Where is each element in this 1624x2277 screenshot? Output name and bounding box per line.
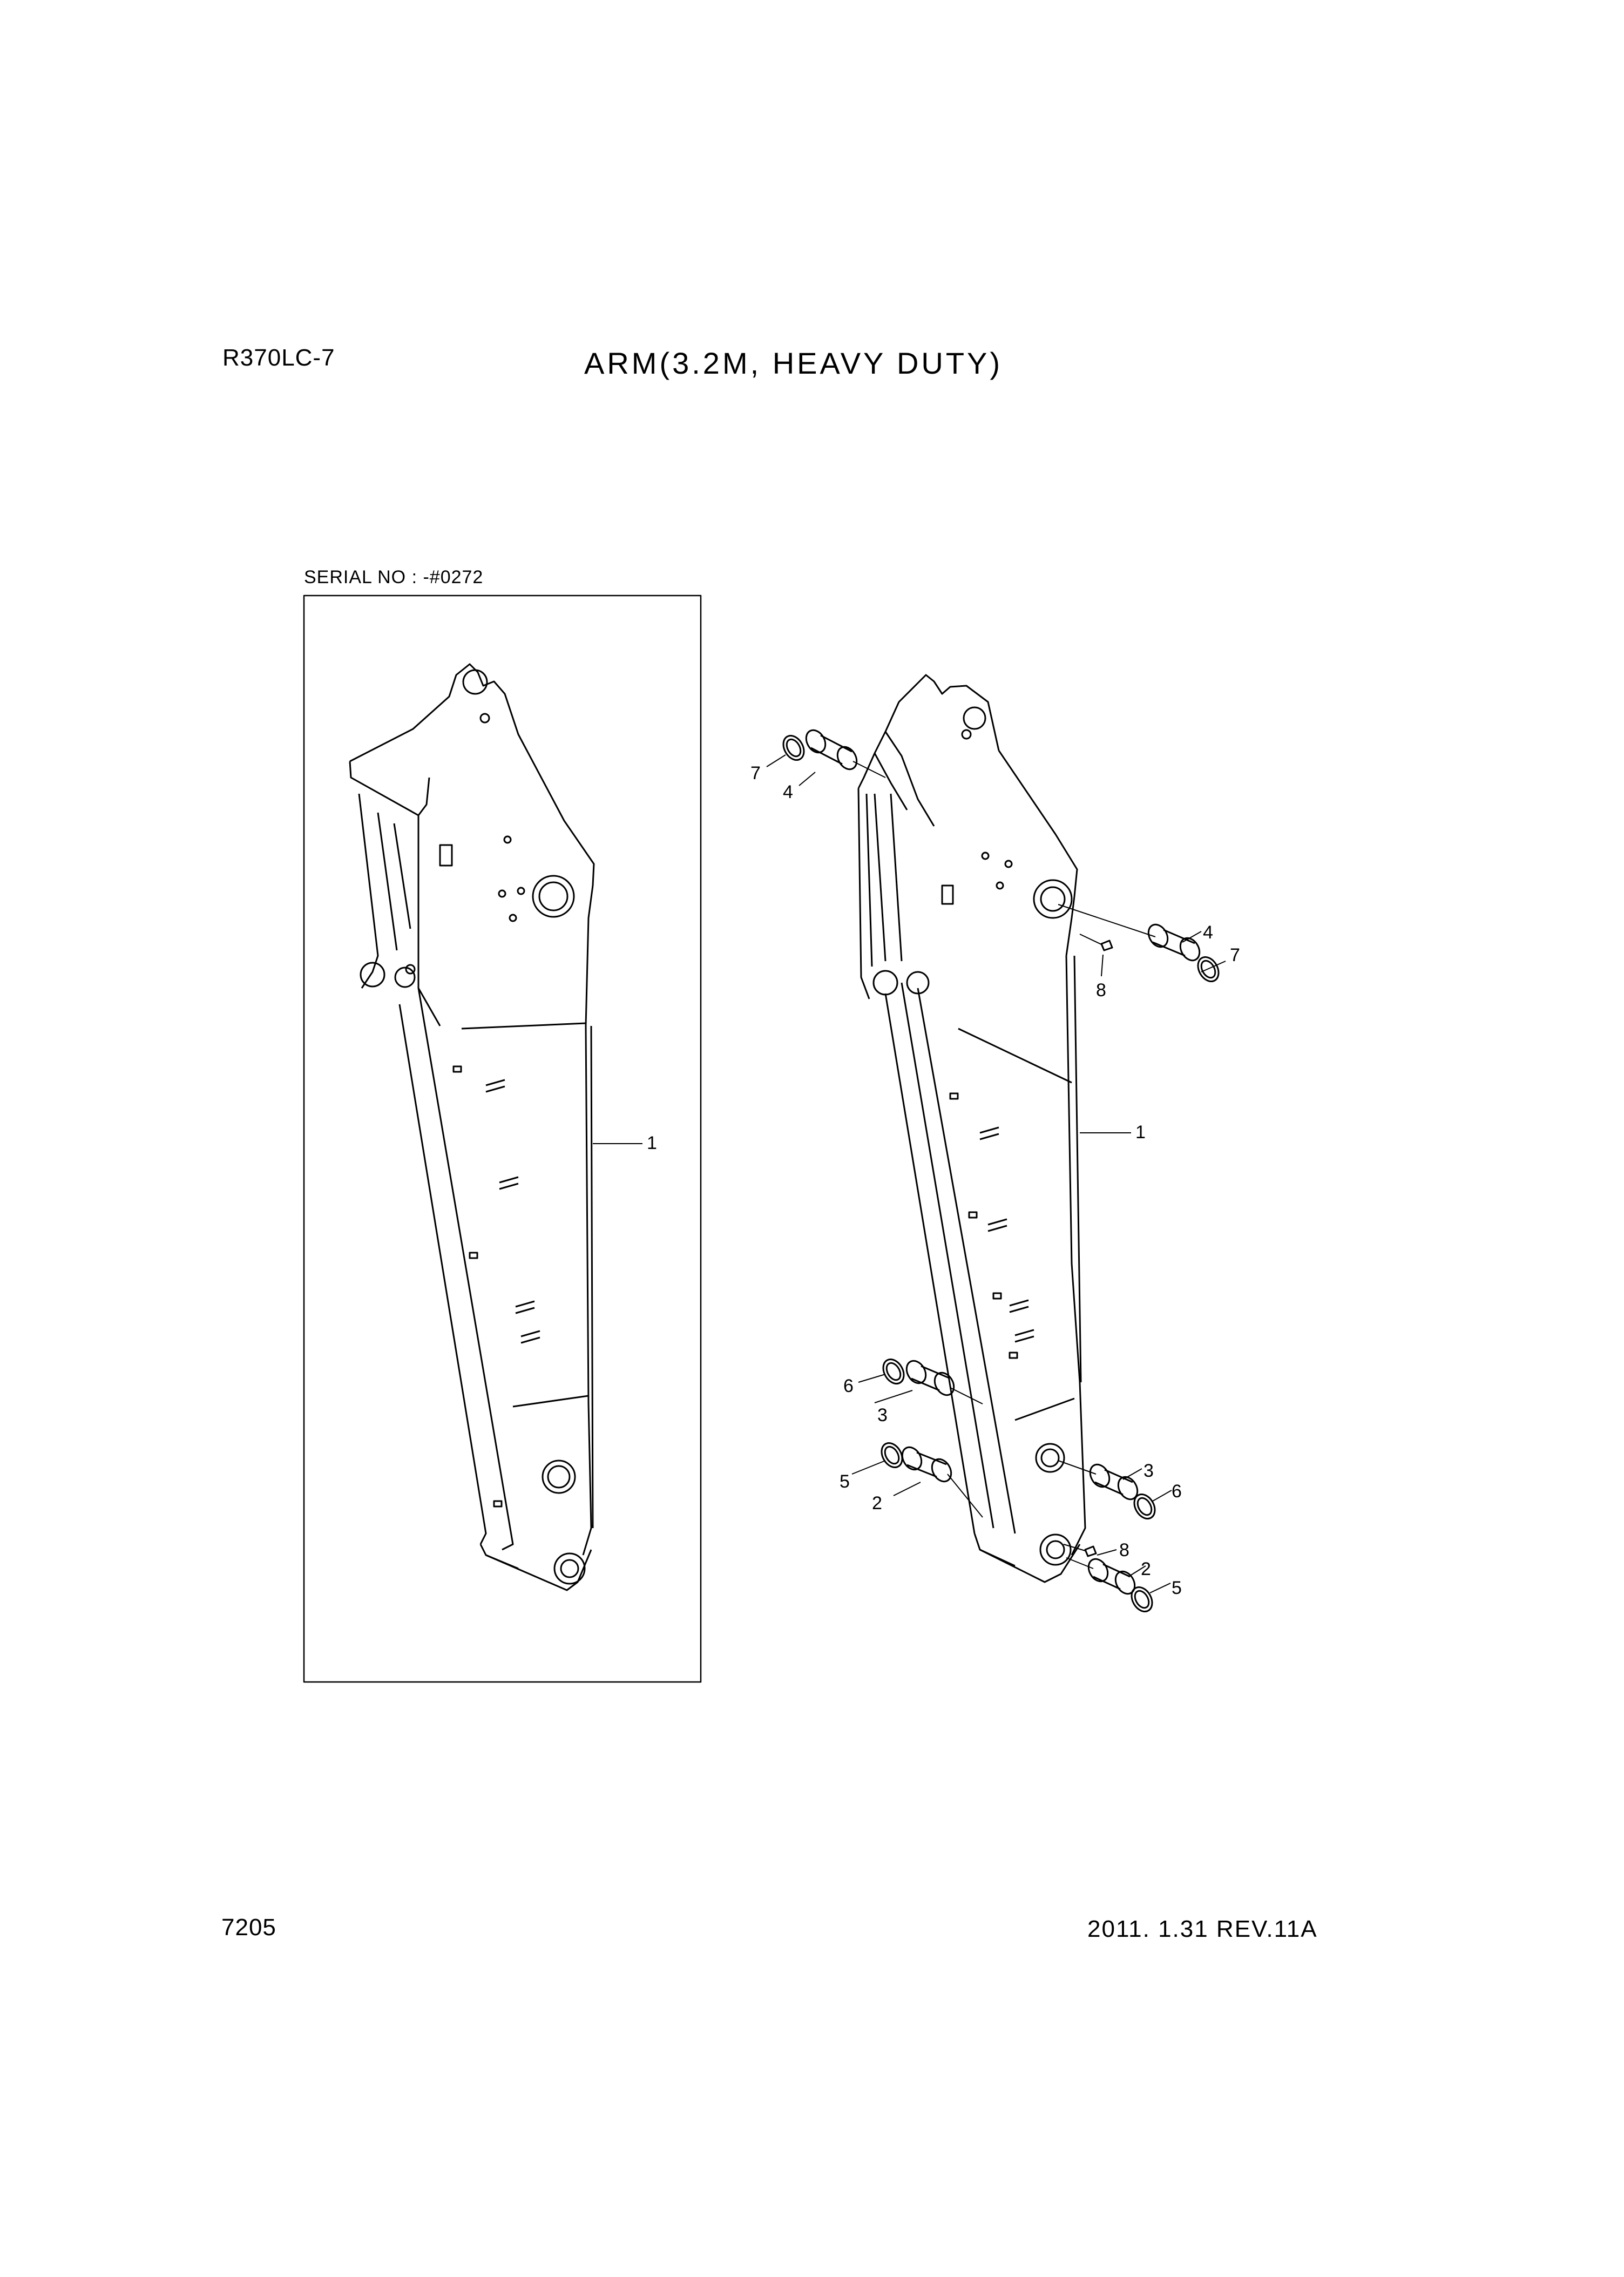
callout-4-top: 4: [783, 782, 793, 802]
callout-8-upper: 8: [1096, 980, 1106, 1001]
arm-drawing-inset: [349, 663, 642, 1591]
serial-number-label: SERIAL NO : -#0272: [304, 567, 484, 587]
callout-5-left: 5: [840, 1471, 850, 1492]
inset-frame: [303, 594, 702, 1683]
callout-3-right: 3: [1143, 1461, 1154, 1481]
callout-2-right: 2: [1141, 1559, 1151, 1579]
callout-7-top: 7: [750, 763, 761, 783]
callout-8-lower: 8: [1119, 1540, 1129, 1560]
callout-4-right: 4: [1203, 922, 1213, 943]
arm-drawing-main: [857, 674, 1086, 1583]
callout-2-left: 2: [872, 1493, 882, 1514]
callout-6-left: 6: [843, 1376, 854, 1396]
callout-5-right: 5: [1172, 1578, 1182, 1598]
model-number: R370LC-7: [222, 344, 335, 371]
date-revision: 2011. 1.31 REV.11A: [1087, 1916, 1318, 1942]
page-number: 7205: [221, 1914, 276, 1941]
callout-1-main: 1: [1135, 1122, 1146, 1143]
leader-lines: [766, 754, 1226, 1593]
page-title: ARM(3.2M, HEAVY DUTY): [584, 346, 1003, 380]
callout-7-right: 7: [1230, 945, 1240, 965]
callout-3-left: 3: [877, 1405, 888, 1425]
callout-6-right: 6: [1172, 1481, 1182, 1502]
callout-1-inset: 1: [647, 1133, 657, 1153]
bushings-and-seals: [782, 729, 1220, 1612]
